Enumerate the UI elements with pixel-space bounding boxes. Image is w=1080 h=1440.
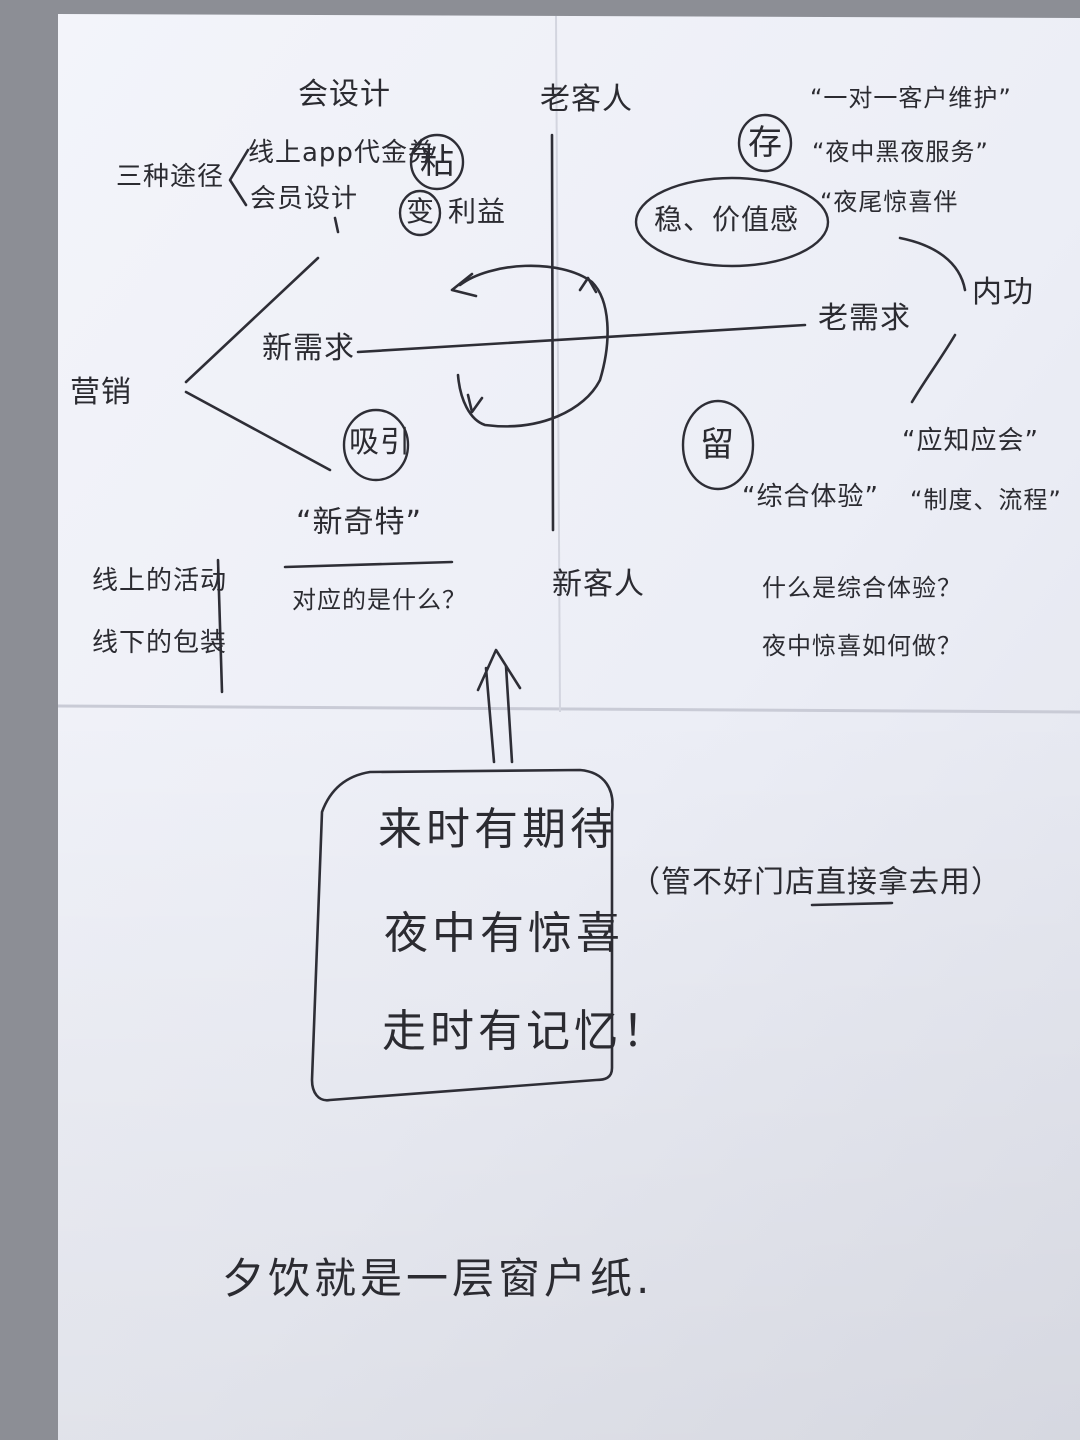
- question-what-corresponds: 对应的是什么？: [292, 586, 467, 614]
- horizontal-axis-line: [356, 323, 807, 354]
- three-ways-bracket: [228, 148, 250, 207]
- title-design: 会设计: [298, 77, 391, 112]
- label-old-guest: 老客人: [540, 82, 633, 117]
- motto-line-1: 来时有期待: [378, 804, 618, 855]
- label-new-demand: 新需求: [262, 331, 355, 366]
- label-old-demand: 老需求: [818, 301, 911, 336]
- cycle-loop: [456, 264, 609, 428]
- question-surprise-how: 夜中惊喜如何做？: [762, 632, 962, 660]
- label-attract: 吸引: [349, 425, 411, 460]
- char-stay: 留: [700, 425, 735, 465]
- label-new-guest: 新客人: [552, 567, 645, 602]
- line-app-voucher: 线上app代金券: [248, 138, 435, 168]
- line-member-design: 会员设计: [250, 184, 359, 214]
- quote-night-service: “夜中黑夜服务”: [812, 138, 989, 166]
- cycle-arrow-head-bottom: [466, 393, 484, 414]
- double-arrow-right-shaft: [504, 664, 514, 764]
- circle-attract: [342, 408, 410, 482]
- quote-system-process: “制度、流程”: [910, 486, 1062, 514]
- bracket-upper-line: [184, 256, 320, 384]
- char-stick: 粘: [420, 142, 455, 182]
- online-offline-divider: [216, 558, 224, 694]
- side-note: （管不好门店直接拿去用）: [630, 865, 1002, 900]
- quote-overall-experience: “综合体验”: [742, 482, 879, 512]
- label-three-ways: 三种途径: [116, 162, 225, 192]
- motto-line-2: 夜中有惊喜: [384, 908, 624, 959]
- label-offline-package: 线下的包装: [92, 628, 228, 658]
- label-inner-skill: 内功: [972, 275, 1034, 310]
- circle-stay: [681, 399, 755, 491]
- circle-marks: [342, 113, 830, 491]
- quote-one-to-one: “一对一客户维护”: [810, 84, 1012, 112]
- double-arrow-head: [476, 648, 522, 692]
- circle-keep: [737, 113, 793, 173]
- motto-box: [310, 768, 614, 1102]
- question-overall-experience: 什么是综合体验？: [762, 574, 962, 602]
- label-online-activity: 线上的活动: [92, 566, 228, 596]
- bottom-statement: 夕饮就是一层窗户纸.: [222, 1254, 654, 1303]
- vertical-axis-line: [550, 133, 555, 532]
- inner-bracket-lower: [910, 333, 957, 404]
- double-arrow-left-shaft: [484, 666, 496, 764]
- motto-line-3: 走时有记忆！: [382, 1006, 670, 1057]
- cycle-arrow-head-top: [450, 272, 478, 298]
- char-keep: 存: [748, 123, 783, 163]
- pen-strokes: [184, 133, 967, 1102]
- circle-change: [398, 189, 442, 237]
- quote-novelty: “新奇特”: [296, 505, 423, 540]
- fold-line-horizontal: [57, 704, 1080, 714]
- char-change: 变: [406, 195, 436, 228]
- underline-novelty: [283, 560, 454, 569]
- label-stable-value: 稳、价值感: [654, 203, 800, 236]
- quote-end-surprise: “夜尾惊喜伴: [820, 188, 959, 216]
- quote-should-know: “应知应会”: [902, 426, 1039, 456]
- label-marketing: 营销: [70, 375, 132, 410]
- label-benefit: 利益: [448, 195, 507, 228]
- fold-line-vertical: [555, 15, 561, 713]
- inner-bracket-upper: [898, 236, 967, 292]
- bracket-lower-line: [184, 390, 332, 472]
- circle-stick: [409, 133, 465, 191]
- circle-mind: [634, 176, 830, 268]
